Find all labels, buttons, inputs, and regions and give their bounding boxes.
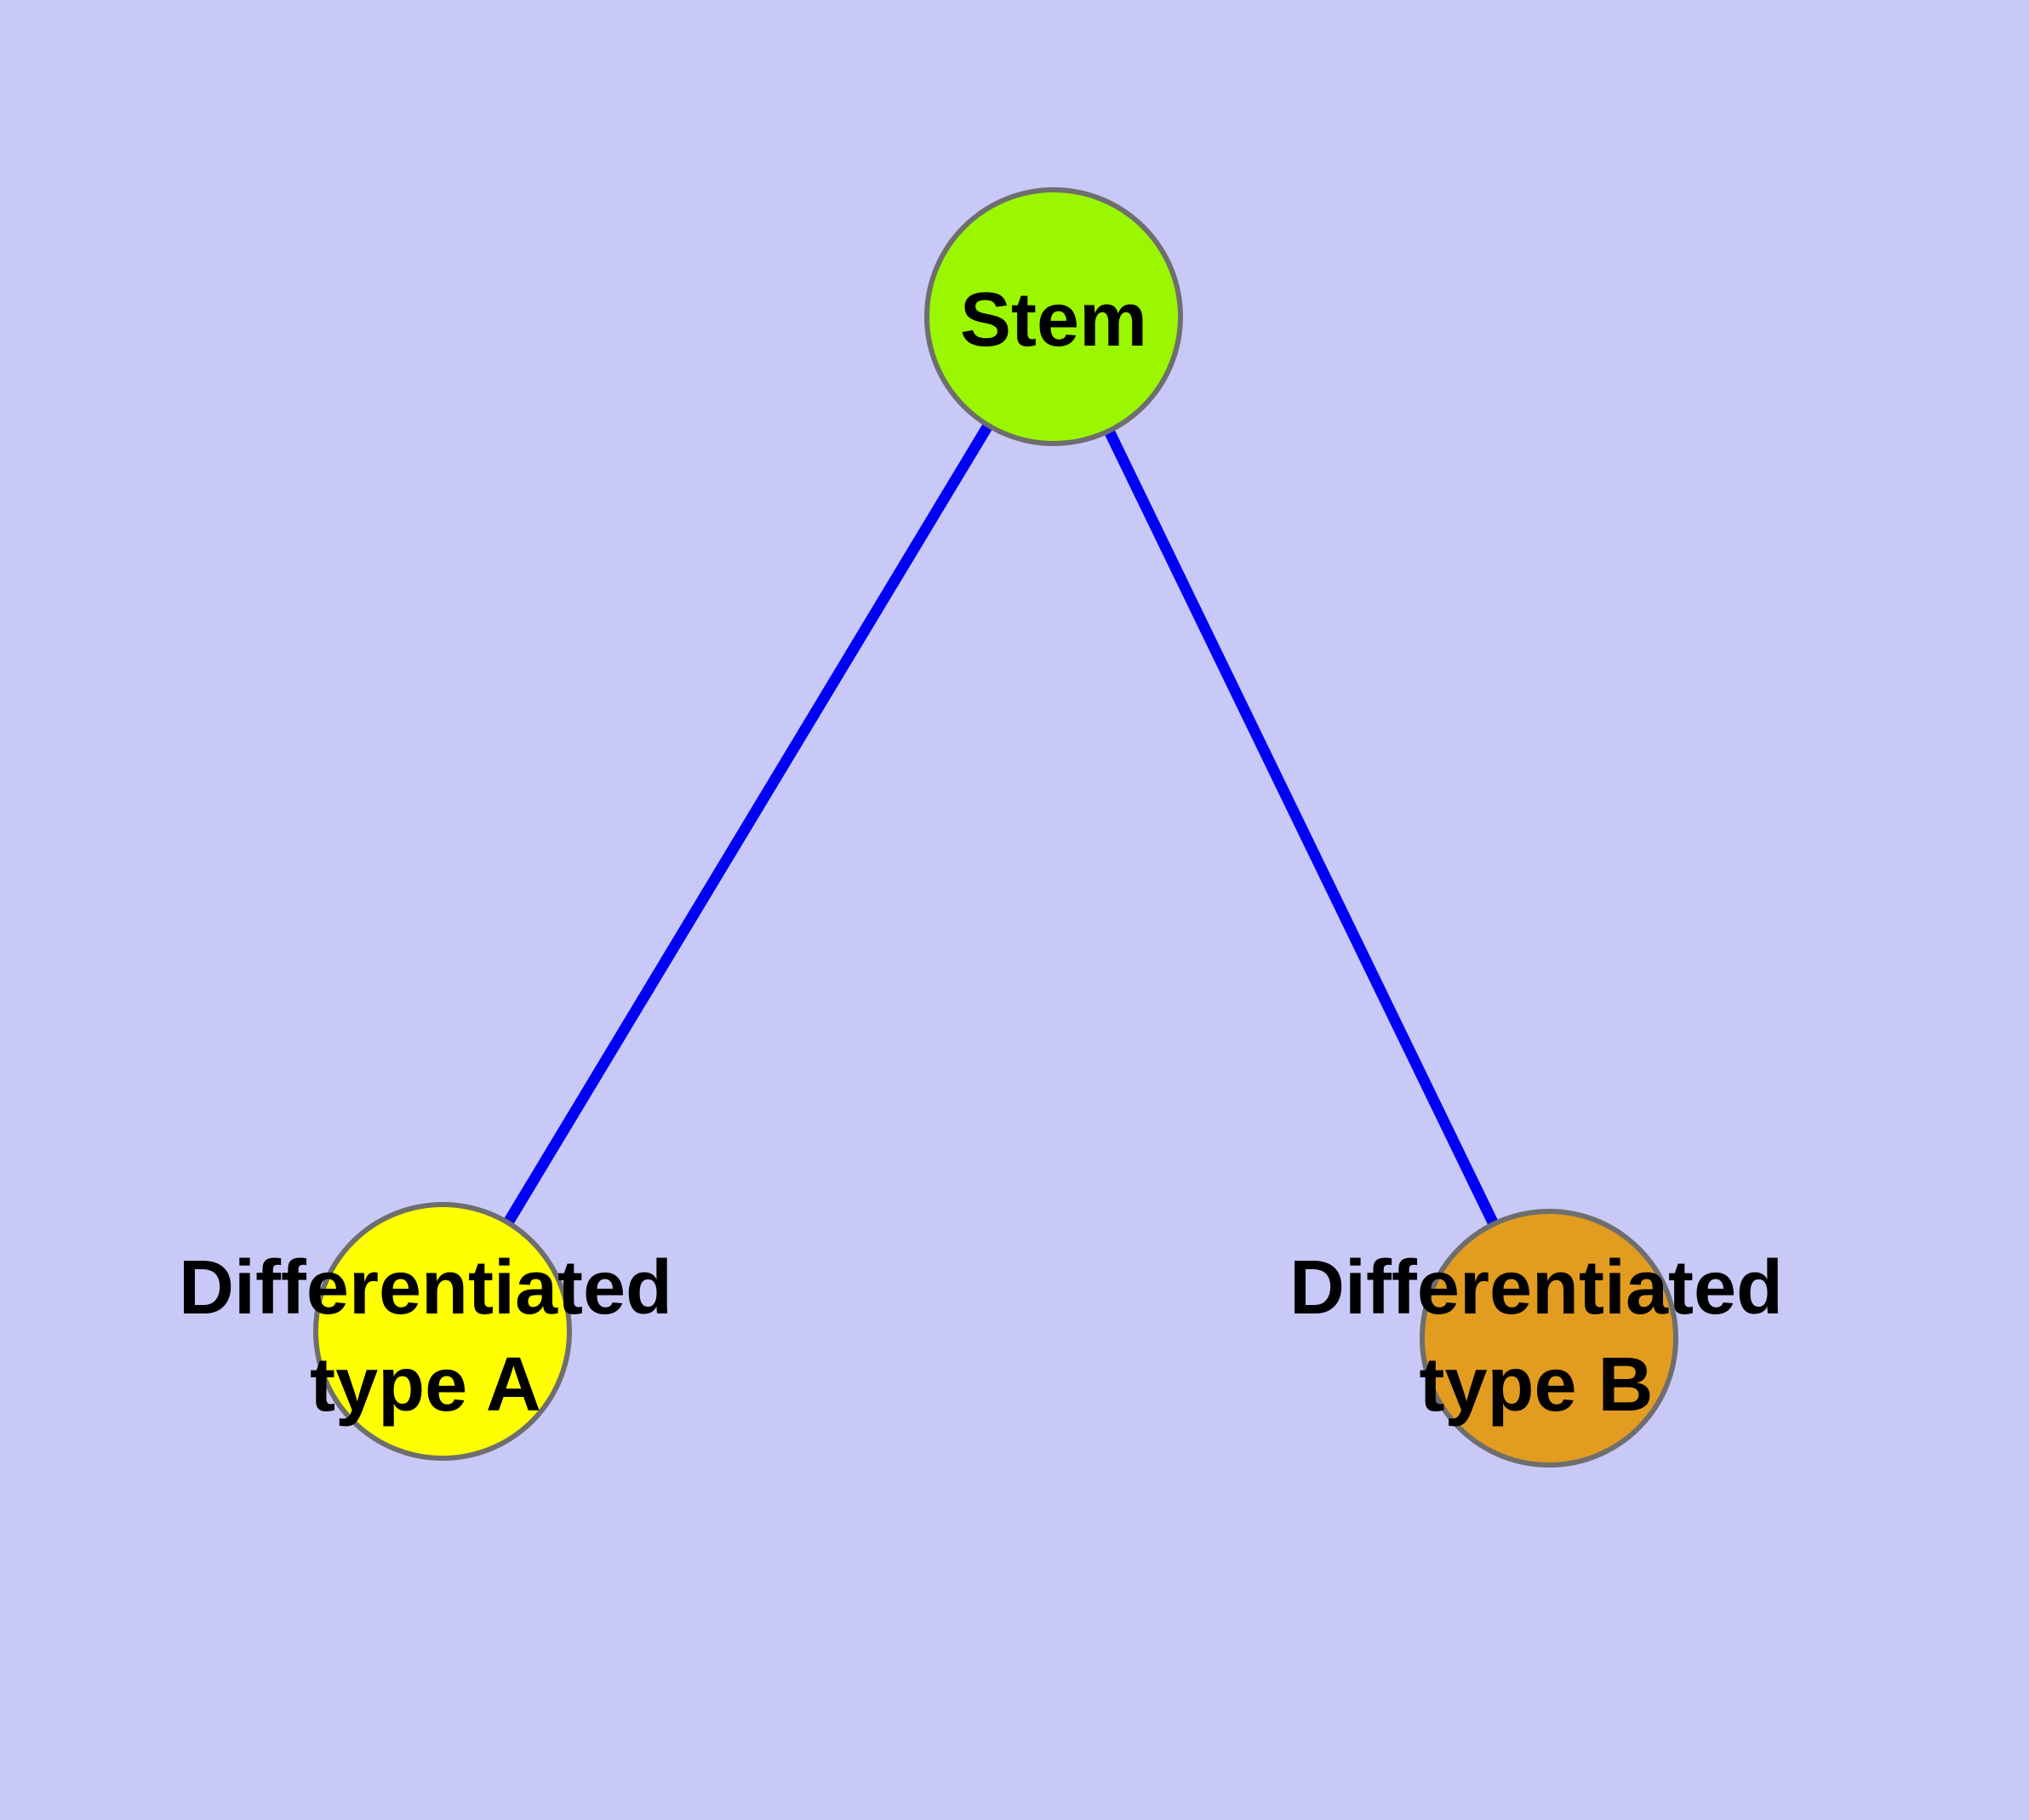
node-stem-label: Stem [960, 278, 1147, 363]
node-differentiated-type-a-label-line1: Differentiated [179, 1245, 672, 1331]
node-differentiated-type-a [313, 1202, 572, 1461]
edge-stem-to-type-a [437, 311, 1060, 1337]
edge-stem-to-type-b [1048, 311, 1555, 1344]
node-stem [924, 187, 1183, 446]
node-differentiated-type-a-label-line2: type A [310, 1342, 541, 1428]
node-differentiated-type-b-label-line2: type B [1419, 1342, 1653, 1428]
node-differentiated-type-b [1420, 1209, 1678, 1468]
node-differentiated-type-b-label-line1: Differentiated [1289, 1245, 1783, 1331]
